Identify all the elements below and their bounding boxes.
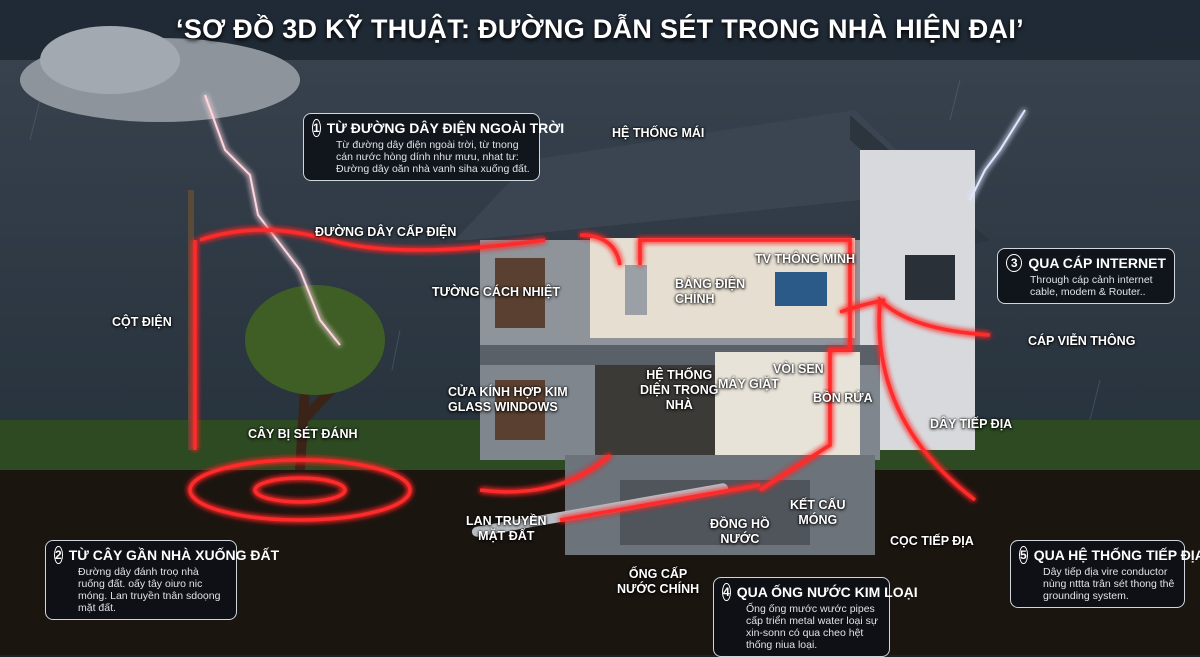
label-struck-tree: CÂY BỊ SÉT ĐÁNH xyxy=(248,427,358,441)
current-paths xyxy=(188,228,991,522)
callout-4: 4 QUA ỐNG NƯỚC KIM LOẠI Ống ống mước wước… xyxy=(713,577,918,657)
number-badge: 4 xyxy=(722,583,731,601)
callout-text: Through cáp cảnh internet cable, modem &… xyxy=(1030,274,1153,298)
callout-title: QUA HỆ THỐNG TIẾP ĐỊA xyxy=(1033,547,1200,563)
callout-5: 5 QUA HỆ THỐNG TIẾP ĐỊA Dây tiếp địa vire… xyxy=(1010,540,1200,608)
label-home-electrical: HỆ THỐNG DIỆN TRONG NHÀ xyxy=(640,368,719,412)
callout-title: QUA ỐNG NƯỚC KIM LOẠI xyxy=(736,584,918,600)
label-washer: MÁY GIẶT xyxy=(718,377,779,391)
callout-text: Đường dây đánh troọ nhà ruống đất. oấy t… xyxy=(78,566,221,614)
label-main-water-pipe: ỐNG CẤP NƯỚC CHÍNH xyxy=(617,567,700,596)
label-main-panel: BẢNG ĐIỆN CHÍNH xyxy=(675,277,746,306)
label-water-meter: ĐỒNG HỒ NƯỚC xyxy=(710,517,770,546)
label-sink: BỒN RỬA xyxy=(813,391,873,405)
callout-text: Ống ống mước wước pipes cấp triển metal … xyxy=(746,603,878,651)
callout-2: 2 TỪ CÂY GẦN NHÀ XUỐNG ĐẤT Đường dây đánh… xyxy=(45,540,279,620)
number-badge: 3 xyxy=(1006,254,1023,272)
label-roof: HỆ THỐNG MÁI xyxy=(612,126,705,140)
callout-3: 3 QUA CÁP INTERNET Through cáp cảnh inter… xyxy=(997,248,1175,304)
label-pole: CỘT ĐIỆN xyxy=(112,315,172,329)
number-badge: 2 xyxy=(54,546,63,564)
utility-pole xyxy=(188,190,194,450)
label-shower: VÒI SEN xyxy=(773,362,824,376)
label-ground-rod: CỌC TIẾP ĐỊA xyxy=(890,534,974,548)
label-foundation: KẾT CẤU MÓNG xyxy=(790,498,846,527)
callout-title: TỪ ĐƯỜNG DÂY ĐIỆN NGOÀI TRỜI xyxy=(326,120,565,136)
number-badge: 1 xyxy=(312,119,321,137)
callout-text: Từ đường dây điện ngoài trời, từ tnong c… xyxy=(336,139,530,175)
house xyxy=(455,110,990,555)
label-telecom-cable: CÁP VIỄN THÔNG xyxy=(1028,334,1136,348)
callout-title: TỪ CÂY GẦN NHÀ XUỐNG ĐẤT xyxy=(68,547,280,563)
page-title: ‘SƠ ĐỒ 3D KỸ THUẬT: ĐƯỜNG DẪN SÉT TRONG … xyxy=(176,14,1024,44)
callout-title: QUA CÁP INTERNET xyxy=(1028,255,1166,271)
label-glass-windows: CỬA KÍNH HỢP KIM GLASS WINDOWS xyxy=(448,385,568,414)
callout-1: 1 TỪ ĐƯỜNG DÂY ĐIỆN NGOÀI TRỜI Từ đường d… xyxy=(303,113,564,181)
label-power-line: ĐƯỜNG DÂY CẤP ĐIỆN xyxy=(315,225,457,239)
label-ground-wire: DÂY TIẾP ĐỊA xyxy=(930,417,1013,431)
label-ground-spread: LAN TRUYỀN MẶT ĐẤT xyxy=(466,514,547,543)
callout-text: Dây tiếp địa vire conductor nùng nttta t… xyxy=(1043,566,1175,602)
label-insulated-wall: TƯỜNG CÁCH NHIỆT xyxy=(432,285,560,299)
lightning-bolts xyxy=(204,94,1026,346)
label-smart-tv: TV THÔNG MINH xyxy=(755,252,855,266)
number-badge: 5 xyxy=(1019,546,1028,564)
